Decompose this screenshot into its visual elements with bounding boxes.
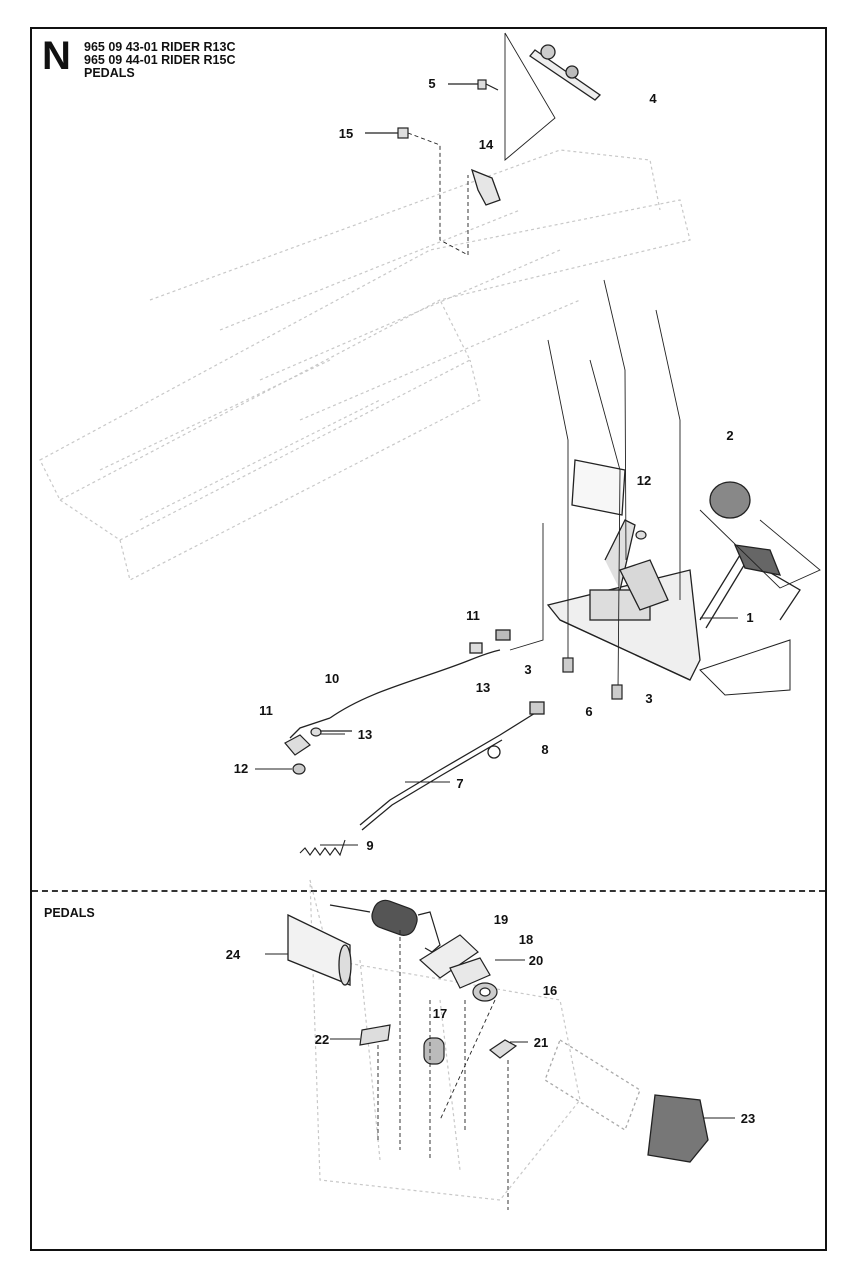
callout-5: 5 xyxy=(428,76,436,91)
callout-22: 22 xyxy=(314,1032,330,1047)
callout-2: 2 xyxy=(726,428,734,443)
subsection-title: PEDALS xyxy=(44,906,95,920)
callout-12-lower: 12 xyxy=(233,761,249,776)
callout-20: 20 xyxy=(528,953,544,968)
part-5-screw xyxy=(448,79,499,91)
part-24-pedal-pad xyxy=(287,913,352,986)
leader-lines xyxy=(509,279,681,691)
callout-11-lower: 11 xyxy=(259,703,273,718)
callout-1: 1 xyxy=(746,610,754,625)
callout-21: 21 xyxy=(533,1035,549,1050)
callout-9: 9 xyxy=(366,838,374,853)
part-11-ball-joint xyxy=(284,727,352,756)
callout-16: 16 xyxy=(542,983,558,998)
part-21-clip xyxy=(488,1039,518,1059)
callout-15: 15 xyxy=(338,126,354,141)
callout-17: 17 xyxy=(432,1006,448,1021)
callout-leaders xyxy=(255,617,738,1119)
callout-6: 6 xyxy=(585,704,593,719)
model-line-r13c: 965 09 43-01 RIDER R13C xyxy=(84,40,236,54)
callout-8: 8 xyxy=(541,742,549,757)
callout-23: 23 xyxy=(740,1111,756,1126)
part-15-screw xyxy=(365,127,469,256)
part-16-bushing xyxy=(472,982,498,1002)
section-divider xyxy=(32,890,825,892)
callout-24: 24 xyxy=(225,947,241,962)
chassis-ghost xyxy=(39,149,691,1201)
callout-11-upper: 11 xyxy=(466,608,480,623)
part-18-bracket xyxy=(419,934,479,979)
part-19-spring xyxy=(329,899,441,953)
part-20-clip xyxy=(449,957,491,989)
callout-14: 14 xyxy=(478,137,494,152)
lower-leader-lines xyxy=(377,930,509,1210)
section-title: PEDALS xyxy=(84,66,135,80)
part-2-pedal-arm xyxy=(699,481,821,696)
callout-3-right: 3 xyxy=(645,691,653,706)
callout-4: 4 xyxy=(649,91,657,106)
callout-18: 18 xyxy=(518,932,534,947)
part-12-lower-nut xyxy=(292,763,306,775)
section-letter: N xyxy=(42,34,71,78)
part-10-cable xyxy=(289,629,511,739)
callout-13-upper: 13 xyxy=(475,680,491,695)
callout-3-left: 3 xyxy=(524,662,532,677)
model-line-r15c: 965 09 44-01 RIDER R15C xyxy=(84,53,236,67)
part-17-sleeve xyxy=(423,1037,445,1065)
part-23-pedal-pad xyxy=(544,1039,709,1163)
callout-13-lower: 13 xyxy=(357,727,373,742)
part-3-bolts xyxy=(562,657,623,700)
callout-12-upper: 12 xyxy=(636,473,652,488)
part-7-cable xyxy=(359,701,545,831)
callout-7: 7 xyxy=(456,776,464,791)
pedal-assembly xyxy=(546,459,701,681)
part-22-plate xyxy=(359,1024,391,1046)
page-frame xyxy=(30,27,827,1251)
callout-19: 19 xyxy=(493,912,509,927)
part-14-bracket xyxy=(470,168,501,206)
part-12-upper xyxy=(635,530,647,540)
part-9-spring xyxy=(299,839,346,857)
part-4-rod xyxy=(504,32,602,161)
callout-10: 10 xyxy=(324,671,340,686)
